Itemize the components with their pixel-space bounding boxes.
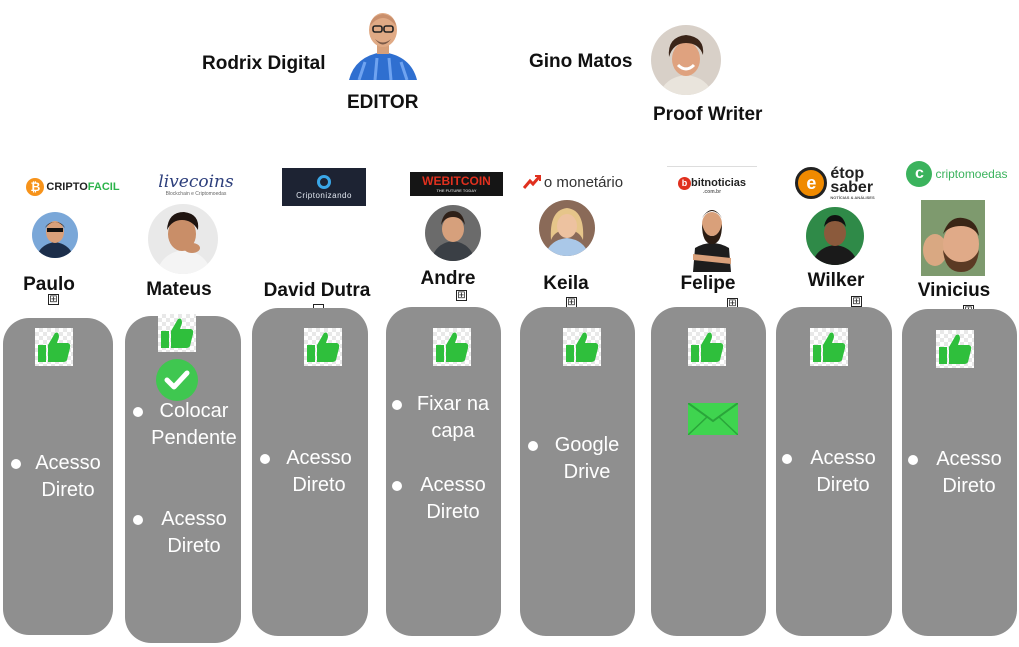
etopsaber-logo-text-b: saber [830, 178, 874, 196]
list-item: Colocar Pendente [133, 398, 241, 452]
person-name-vinicius: Vinicius [917, 280, 991, 301]
thumbs-up-icon [936, 330, 974, 368]
expand-toggle-andre[interactable]: ⊞ [456, 290, 467, 301]
criptofacil-logo-text-a: CRIPTO [46, 181, 88, 193]
wilker-avatar [806, 207, 864, 265]
criptonizando-logo-text: Criptonizando [296, 190, 352, 200]
thumbs-up-icon [433, 328, 471, 366]
thumbs-up-icon [688, 328, 726, 366]
vinicius-avatar [921, 200, 985, 276]
criptonizando-mark-icon [317, 174, 331, 189]
person-name-mateus: Mateus [146, 279, 212, 300]
bitnoticias-logo-text: bitnoticias [690, 177, 746, 189]
omonetario-logo: o monetário [518, 171, 628, 193]
andre-avatar [425, 205, 481, 261]
card-paulo: Acesso Direto [3, 318, 113, 635]
webitcoin-logo-subtext: THE FUTURE TODAY [436, 188, 477, 193]
editor-avatar [345, 6, 421, 80]
bitnoticias-b-icon: b [677, 176, 691, 190]
thumbs-up-icon [304, 328, 342, 366]
criptofacil-logo-text-b: FACIL [87, 181, 120, 193]
card-vinicius: Acesso Direto [902, 309, 1017, 636]
etopsaber-logo-text-a: étop [830, 164, 865, 182]
editor-name: Rodrix Digital [202, 53, 326, 74]
chart-arrow-icon [522, 174, 542, 190]
envelope-icon [688, 403, 738, 435]
paulo-avatar [32, 212, 78, 258]
card-david-dutra: Acesso Direto [252, 308, 368, 636]
criptomoedas-c-icon: c [906, 161, 933, 187]
list-item: Acesso Direto [11, 450, 111, 504]
mateus-avatar [148, 204, 218, 274]
card-felipe [651, 307, 766, 636]
criptomoedas-logo: c criptomoedas [903, 160, 1011, 188]
livecoins-logo: livecoins Blockchain e Criptomoedas [158, 172, 234, 198]
webitcoin-logo: WEBITCOIN THE FUTURE TODAY [410, 172, 503, 196]
list-item: Acesso Direto [782, 445, 890, 499]
list-item: Acesso Direto [908, 446, 1016, 500]
card-keila: Google Drive [520, 307, 635, 636]
bitnoticias-logo-subtext: .com.br [702, 189, 722, 195]
expand-toggle-paulo[interactable]: ⊞ [48, 294, 59, 305]
bitcoin-icon: ₿ [26, 178, 45, 196]
omonetario-logo-text: o monetário [543, 173, 624, 191]
keila-avatar [539, 200, 595, 256]
writer-name: Gino Matos [529, 51, 633, 72]
thumbs-up-icon [35, 328, 73, 366]
writer-avatar [651, 25, 721, 95]
writer-role: Proof Writer [653, 104, 763, 125]
thumbs-up-icon [158, 314, 196, 352]
criptonizando-logo: Criptonizando [282, 168, 366, 206]
checkmark-icon [156, 359, 198, 401]
person-name-wilker: Wilker [807, 270, 865, 291]
felipe-avatar [687, 202, 737, 272]
card-andre: Fixar na capa Acesso Direto [386, 307, 501, 636]
webitcoin-logo-text: WEBITCOIN [422, 174, 491, 188]
etopsaber-logo: e étop saber NOTÍCIAS & ANÁLISES [783, 164, 887, 200]
list-item: Fixar na capa [392, 391, 500, 445]
person-name-david-dutra: David Dutra [263, 280, 371, 301]
list-item: Acesso Direto [392, 472, 500, 526]
etopsaber-logo-subtext: NOTÍCIAS & ANÁLISES [830, 194, 875, 200]
criptomoedas-logo-text: criptomoedas [935, 167, 1008, 181]
expand-toggle-wilker[interactable]: ⊞ [851, 296, 862, 307]
list-item: Google Drive [528, 432, 632, 486]
person-name-felipe: Felipe [680, 273, 736, 294]
person-name-keila: Keila [543, 273, 589, 294]
person-name-paulo: Paulo [23, 274, 75, 295]
list-item: Acesso Direto [133, 506, 241, 560]
card-mateus: Colocar Pendente Acesso Direto [125, 314, 241, 643]
etopsaber-e-icon: e [795, 167, 828, 199]
card-wilker: Acesso Direto [776, 307, 892, 636]
thumbs-up-icon [563, 328, 601, 366]
livecoins-logo-text: livecoins [158, 171, 234, 192]
expand-toggle-david-dutra[interactable] [313, 304, 324, 310]
livecoins-logo-subtext: Blockchain e Criptomoedas [165, 190, 227, 197]
editor-role: EDITOR [347, 92, 419, 113]
thumbs-up-icon [810, 328, 848, 366]
person-name-andre: Andre [420, 268, 476, 289]
list-item: Acesso Direto [260, 445, 364, 499]
